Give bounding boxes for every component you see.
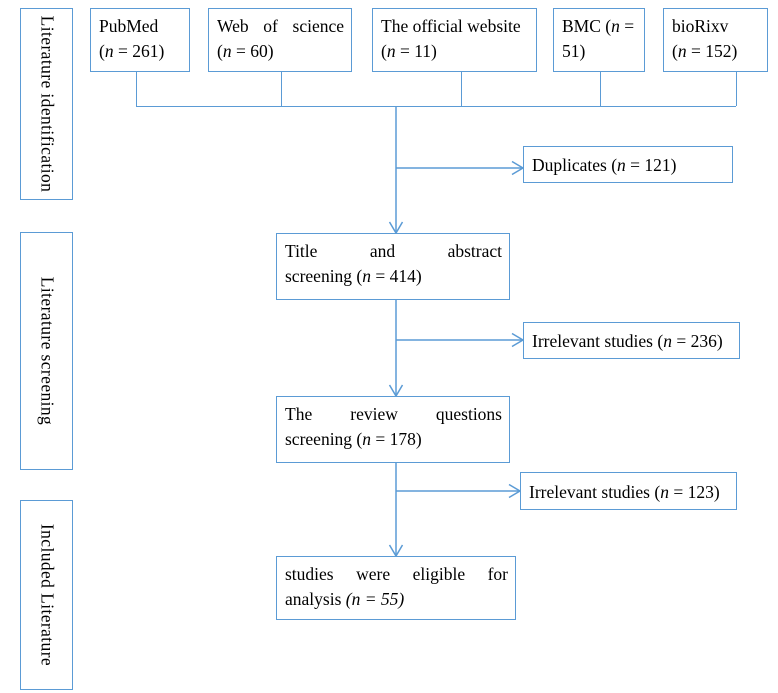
review-questions-count: screening (n = 178) [285, 428, 422, 449]
source-pubmed-count: (n = 261) [99, 40, 165, 61]
source-box-bmc: BMC (n = 51) [553, 8, 645, 72]
box-irrelevant-studies-1: Irrelevant studies (n = 236) [523, 322, 740, 359]
stage-literature-screening: Literature screening [20, 232, 73, 470]
source-box-web-of-science: Web of science (n = 60) [208, 8, 352, 72]
box-review-questions-screening: The review questions screening (n = 178) [276, 396, 510, 463]
duplicates-text: Duplicates (n = 121) [532, 155, 677, 175]
irrelevant-studies-2-text: Irrelevant studies (n = 123) [529, 482, 720, 502]
source-bmc-count: 51) [562, 40, 586, 61]
source-box-pubmed: PubMed (n = 261) [90, 8, 190, 72]
source-pubmed-name: PubMed [99, 16, 159, 36]
source-biorixv-count: (n = 152) [672, 40, 738, 61]
connector-official-drop [461, 72, 462, 106]
box-irrelevant-studies-2: Irrelevant studies (n = 123) [520, 472, 737, 510]
source-box-biorixv: bioRixv (n = 152) [663, 8, 768, 72]
eligible-studies-count: analysis (n = 55) [285, 588, 405, 609]
title-abstract-count: screening (n = 414) [285, 265, 422, 286]
box-duplicates: Duplicates (n = 121) [523, 146, 733, 183]
title-abstract-line1: Title and abstract [285, 241, 502, 261]
review-questions-line1: The review questions [285, 404, 502, 424]
irrelevant-studies-1-text: Irrelevant studies (n = 236) [532, 331, 723, 351]
box-eligible-studies: studies were eligible for analysis (n = … [276, 556, 516, 620]
connector-biorixv-drop [736, 72, 737, 106]
source-official-website-count: (n = 11) [381, 40, 437, 61]
source-web-of-science-name: Web of science [217, 16, 344, 36]
stage-included-literature: Included Literature [20, 500, 73, 690]
connector-source-bus [136, 106, 736, 107]
connector-pubmed-drop [136, 72, 137, 106]
box-title-abstract-screening: Title and abstract screening (n = 414) [276, 233, 510, 300]
source-official-website-name: The official website [381, 16, 521, 36]
eligible-studies-line1: studies were eligible for [285, 564, 508, 584]
connector-wos-drop [281, 72, 282, 106]
connector-bmc-drop [600, 72, 601, 106]
source-box-official-website: The official website (n = 11) [372, 8, 537, 72]
stage-literature-identification: Literature identification [20, 8, 73, 200]
source-bmc-name: BMC (n = [562, 16, 635, 36]
source-biorixv-name: bioRixv [672, 16, 729, 36]
source-web-of-science-count: (n = 60) [217, 40, 274, 61]
